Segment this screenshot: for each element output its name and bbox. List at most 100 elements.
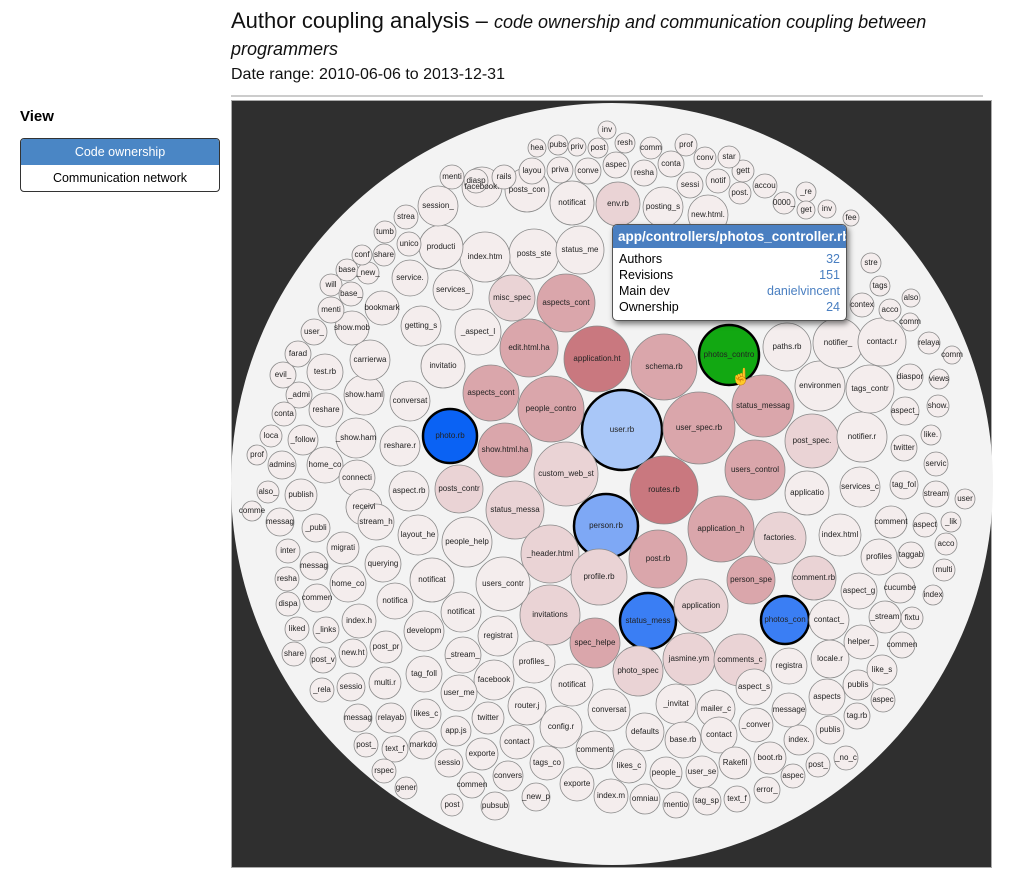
file-circle[interactable] [403, 610, 445, 652]
file-circle[interactable] [319, 273, 343, 297]
file-circle[interactable] [843, 624, 879, 660]
file-circle[interactable] [439, 164, 465, 190]
file-circle[interactable] [306, 353, 344, 391]
file-circle[interactable] [507, 686, 547, 726]
file-circle[interactable] [840, 572, 878, 610]
file-circle[interactable] [593, 778, 629, 814]
file-circle[interactable] [300, 318, 328, 346]
file-circle[interactable] [889, 470, 919, 500]
file-circle[interactable] [917, 331, 941, 355]
file-circle[interactable] [329, 565, 367, 603]
file-circle[interactable] [381, 735, 409, 763]
file-circle[interactable] [391, 259, 429, 297]
file-circle[interactable] [874, 505, 908, 539]
file-circle[interactable] [783, 724, 815, 756]
file-circle[interactable] [753, 741, 787, 775]
file-circle[interactable] [890, 434, 918, 462]
file-circle[interactable] [912, 512, 938, 538]
file-circle[interactable] [417, 185, 459, 227]
file-circle[interactable] [845, 364, 895, 414]
file-circle[interactable] [612, 645, 664, 697]
file-circle[interactable] [475, 556, 531, 612]
file-circle[interactable] [726, 555, 776, 605]
file-circle[interactable] [539, 705, 583, 749]
file-circle[interactable] [580, 388, 664, 472]
file-circle[interactable] [421, 407, 479, 465]
file-circle[interactable] [569, 617, 621, 669]
file-circle[interactable] [256, 480, 280, 504]
file-circle[interactable] [336, 672, 366, 702]
file-circle[interactable] [662, 791, 690, 819]
file-circle[interactable] [408, 730, 438, 760]
file-circle[interactable] [527, 138, 547, 158]
file-circle[interactable] [462, 364, 520, 422]
file-circle[interactable] [499, 724, 535, 760]
file-circle[interactable] [520, 524, 580, 584]
file-circle[interactable] [923, 451, 949, 477]
file-circle[interactable] [717, 145, 741, 169]
file-circle[interactable] [602, 151, 630, 179]
file-circle[interactable] [587, 137, 609, 159]
file-circle[interactable] [791, 555, 837, 601]
file-circle[interactable] [890, 396, 920, 426]
file-circle[interactable] [954, 488, 976, 510]
file-circle[interactable] [587, 688, 631, 732]
file-circle[interactable] [808, 678, 846, 716]
file-circle[interactable] [518, 157, 546, 185]
file-circle[interactable] [285, 381, 313, 409]
file-circle[interactable] [284, 616, 310, 642]
file-circle[interactable] [302, 583, 332, 613]
code-ownership-button[interactable]: Code ownership [21, 139, 219, 165]
file-circle[interactable] [308, 392, 344, 428]
file-circle[interactable] [673, 578, 729, 634]
file-circle[interactable] [611, 748, 647, 784]
file-circle[interactable] [299, 551, 329, 581]
file-circle[interactable] [477, 422, 533, 478]
file-circle[interactable] [639, 136, 663, 160]
file-circle[interactable] [517, 375, 585, 443]
file-circle[interactable] [351, 244, 373, 266]
file-circle[interactable] [934, 532, 958, 556]
file-circle[interactable] [434, 748, 464, 778]
file-circle[interactable] [738, 707, 774, 743]
file-circle[interactable] [536, 273, 596, 333]
file-circle[interactable] [341, 603, 377, 639]
file-circle[interactable] [664, 721, 702, 759]
file-circle[interactable] [771, 692, 807, 728]
file-circle[interactable] [752, 173, 778, 199]
file-circle[interactable] [546, 156, 574, 184]
file-circle[interactable] [434, 464, 484, 514]
file-circle[interactable] [394, 776, 418, 800]
file-circle[interactable] [550, 663, 594, 707]
file-circle[interactable] [364, 290, 400, 326]
file-circle[interactable] [440, 793, 464, 817]
file-circle[interactable] [753, 776, 781, 804]
file-circle[interactable] [555, 225, 605, 275]
file-circle[interactable] [440, 674, 478, 712]
file-circle[interactable] [521, 782, 551, 812]
file-circle[interactable] [393, 204, 419, 230]
file-circle[interactable] [410, 698, 442, 730]
file-circle[interactable] [379, 425, 421, 467]
file-circle[interactable] [772, 191, 796, 215]
file-circle[interactable] [334, 310, 370, 346]
file-circle[interactable] [649, 756, 683, 790]
file-circle[interactable] [597, 120, 617, 140]
file-circle[interactable] [724, 439, 786, 501]
file-circle[interactable] [570, 548, 628, 606]
file-circle[interactable] [796, 200, 816, 220]
file-circle[interactable] [246, 444, 268, 466]
file-circle[interactable] [441, 516, 493, 568]
file-circle[interactable] [281, 641, 307, 667]
file-circle[interactable] [512, 640, 556, 684]
file-circle[interactable] [473, 659, 515, 701]
file-circle[interactable] [301, 513, 331, 543]
file-circle[interactable] [471, 701, 505, 735]
file-circle[interactable] [657, 150, 685, 178]
file-circle[interactable] [477, 615, 519, 657]
file-circle[interactable] [842, 669, 874, 701]
file-circle[interactable] [271, 401, 297, 427]
file-circle[interactable] [897, 541, 925, 569]
file-circle[interactable] [630, 333, 698, 401]
file-circle[interactable] [269, 361, 297, 389]
